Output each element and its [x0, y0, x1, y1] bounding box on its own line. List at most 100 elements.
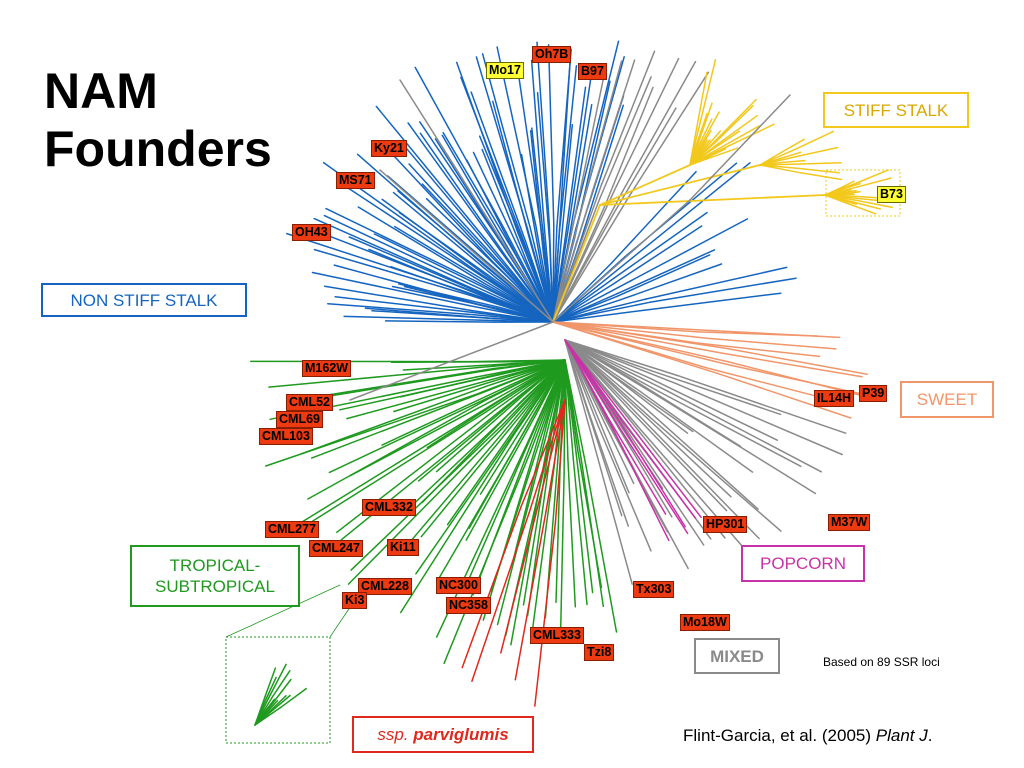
inset-connector — [225, 584, 341, 638]
tropical-branch — [420, 412, 524, 538]
tropical-branch — [415, 423, 521, 575]
non-stiff-stalk-branch — [325, 207, 476, 282]
tropical-inset-branch — [271, 694, 291, 712]
stiff-stalk-branch — [839, 189, 857, 194]
sweet-branch — [721, 352, 863, 378]
tropical-branch — [559, 472, 565, 644]
mixed-branch — [639, 391, 754, 473]
mixed-branch — [658, 390, 802, 468]
non-stiff-stalk-branch — [398, 283, 501, 309]
non-stiff-stalk-branch — [552, 277, 616, 323]
parviglumis-branch — [534, 521, 557, 707]
mixed-branch — [552, 194, 580, 323]
non-stiff-stalk-branch — [552, 257, 633, 323]
mixed-branch — [642, 405, 759, 510]
mixed-branch — [552, 190, 587, 323]
tropical-inset-branch — [265, 699, 279, 714]
stiff-stalk-branch — [856, 169, 889, 184]
sweet-branch — [552, 321, 727, 350]
parviglumis-label: ssp. parviglumis — [377, 724, 508, 745]
founder-label: Ki3 — [342, 592, 368, 609]
parviglumis-branch — [500, 500, 540, 654]
tropical-branch — [285, 410, 483, 533]
parviglumis-branch — [538, 399, 566, 502]
parviglumis-branch — [514, 511, 547, 681]
non-stiff-stalk-branch — [566, 66, 594, 234]
parviglumis-prefix: ssp. — [377, 725, 414, 744]
stiff-stalk-branch — [689, 157, 710, 166]
founder-label: CML228 — [358, 578, 412, 595]
non-stiff-stalk-branch — [313, 217, 470, 288]
mixed-branch — [591, 436, 633, 585]
tropical-branch — [347, 428, 503, 585]
tropical-label-line-2: SUBTROPICAL — [155, 577, 275, 596]
mixed-branch — [399, 79, 554, 323]
mixed-branch — [586, 409, 623, 517]
stiff-stalk-branch — [837, 188, 852, 194]
sweet-branch — [707, 337, 837, 350]
mixed-branch — [591, 396, 635, 485]
mixed-branch — [585, 60, 623, 193]
popcorn-branch — [564, 339, 615, 431]
stiff-stalk-branch — [799, 161, 842, 165]
founder-label: Ki11 — [387, 539, 419, 556]
tropical-branch — [381, 384, 511, 446]
tropical-inset-branch — [254, 706, 282, 726]
non-stiff-stalk-branch — [572, 40, 620, 224]
tropical-branch — [575, 452, 594, 594]
non-stiff-stalk-branch — [531, 127, 547, 255]
non-stiff-stalk-branch — [530, 59, 546, 232]
tropical-inset-branch — [269, 663, 287, 696]
non-stiff-stalk-branch — [559, 124, 574, 254]
mixed-branch — [628, 71, 710, 197]
founder-label: CML332 — [362, 499, 416, 516]
non-stiff-stalk-branch — [481, 53, 531, 229]
mixed-branch — [564, 339, 599, 426]
mixed-branch — [588, 413, 630, 527]
mixed-branch — [564, 339, 667, 402]
non-stiff-stalk-branch — [616, 249, 716, 295]
stiff-stalk-branch — [716, 98, 757, 141]
mixed-branch — [664, 399, 817, 495]
mixed-branch — [620, 420, 705, 546]
non-stiff-stalk-branch — [490, 245, 554, 323]
citation-authors: Flint-Garcia, et al. (2005) — [683, 726, 876, 745]
sweet-branch — [705, 366, 833, 401]
stiff-stalk-branch — [849, 203, 877, 215]
non-stiff-stalk-branch — [558, 60, 571, 232]
founder-label: B97 — [578, 63, 607, 80]
tropical-branch — [479, 399, 541, 495]
founder-label: Oh7B — [532, 46, 572, 63]
non-stiff-stalk-branch — [564, 86, 587, 241]
tropical-branch — [319, 368, 493, 399]
tropical-branch — [402, 362, 518, 371]
citation-journal: Plant J — [875, 726, 928, 745]
stiff-stalk-branch — [716, 125, 760, 151]
non-stiff-stalk-branch — [558, 65, 578, 233]
parviglumis-name: parviglumis — [413, 725, 509, 744]
stiff-stalk-branch — [695, 71, 708, 129]
non-stiff-stalk-branch — [334, 296, 478, 314]
non-stiff-stalk-branch — [478, 135, 530, 258]
parviglumis-branch — [520, 399, 566, 507]
mixed-branch — [604, 86, 654, 207]
non-stiff-stalk-branch — [419, 132, 507, 258]
mixed-branch — [612, 107, 677, 216]
stiff-stalk-branch — [852, 197, 882, 202]
founder-label: Tzi8 — [584, 644, 615, 661]
mixed-branch — [613, 57, 680, 191]
mixed-branch — [552, 195, 630, 323]
founder-label: IL14H — [814, 390, 855, 407]
stiff-stalk-branch — [857, 200, 894, 209]
stiff-stalk-branch — [701, 130, 722, 153]
non-stiff-stalk-branch — [552, 309, 645, 323]
stiff-stalk-branch — [696, 139, 708, 156]
non-stiff-stalk-branch — [357, 206, 485, 284]
tropical-branch — [446, 407, 530, 526]
mixed-label: MIXED — [710, 646, 764, 666]
non-stiff-stalk-branch — [472, 151, 527, 264]
non-stiff-stalk-branch — [333, 264, 477, 305]
tropical-branch — [468, 409, 537, 529]
non-stiff-stalk-branch — [421, 183, 509, 275]
